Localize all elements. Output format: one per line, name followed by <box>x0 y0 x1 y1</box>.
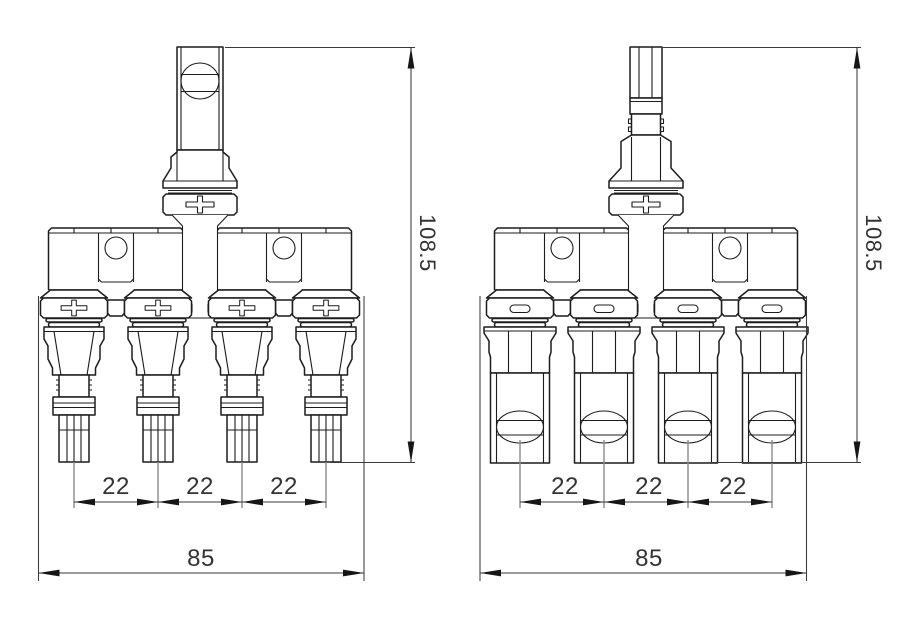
inter-nut-block <box>274 299 294 317</box>
male-branch <box>125 290 192 508</box>
inter-nut-block <box>106 299 126 317</box>
dim-pitch-label: 22 <box>551 473 579 500</box>
dim-pitch-label: 22 <box>102 473 130 500</box>
figure-plus-branch-connector: 22 22 22 85 108.5 <box>37 46 440 581</box>
dim-pitch-label: 22 <box>635 473 663 500</box>
dim-overall-width-label: 85 <box>187 545 215 572</box>
dimensions-right: 22 22 22 85 108.5 <box>479 46 886 581</box>
dim-pitch-label: 22 <box>186 473 214 500</box>
male-branch <box>209 290 276 508</box>
pair-housing <box>47 227 185 291</box>
female-branch <box>484 290 556 508</box>
male-branch <box>293 290 360 508</box>
inter-nut-block <box>720 299 740 317</box>
dim-pitch-label: 22 <box>270 473 298 500</box>
dim-pitch-label: 22 <box>719 473 747 500</box>
inter-nut-block <box>552 299 572 317</box>
pair-housing <box>215 227 353 291</box>
dim-overall-height-label: 108.5 <box>861 214 886 272</box>
dim-overall-width-label: 85 <box>635 545 663 572</box>
figure-minus-branch-connector: 22 22 22 85 108.5 <box>479 46 886 581</box>
pair-housing <box>493 227 631 291</box>
pair-housing <box>661 227 799 291</box>
dimensions-left: 22 22 22 85 108.5 <box>37 46 440 581</box>
male-branch <box>41 290 108 508</box>
dim-overall-height-label: 108.5 <box>415 214 440 272</box>
